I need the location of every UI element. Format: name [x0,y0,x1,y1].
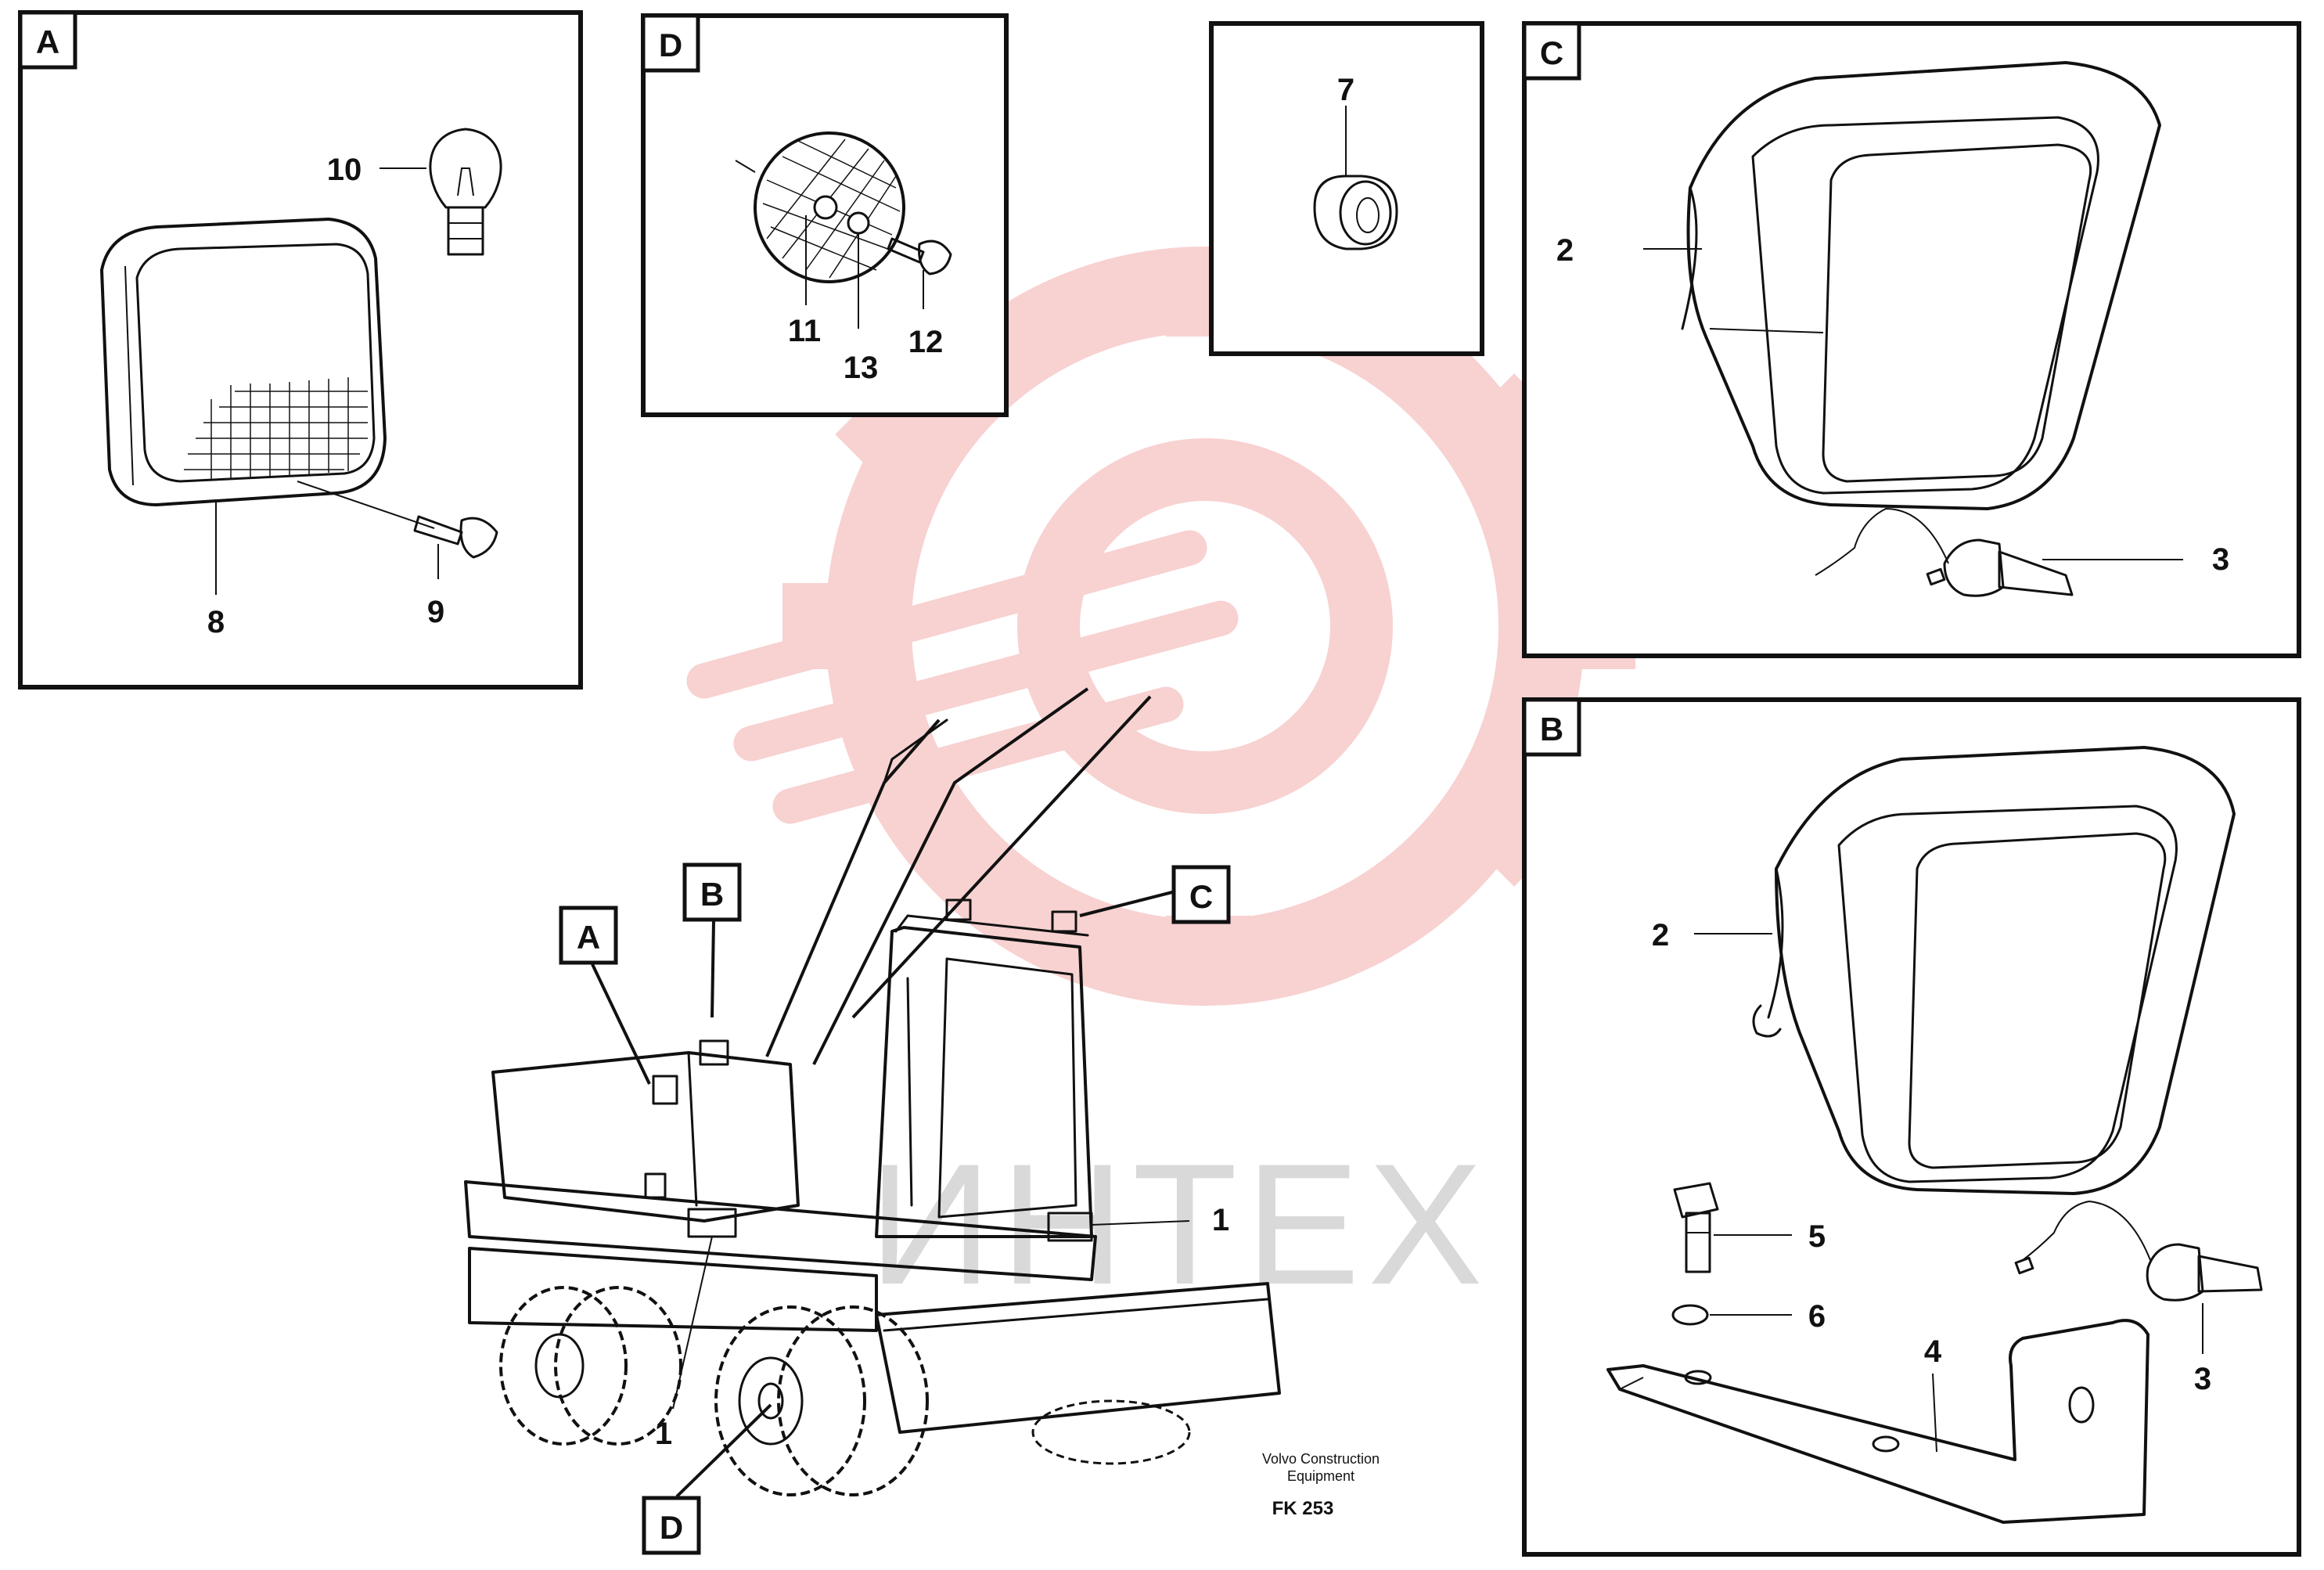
bulb-socket-icon [1815,507,2074,597]
callout-11: 11 [788,314,821,348]
callout-main-1-bottom: 1 [655,1417,672,1451]
figure-code: FK 253 [1272,1498,1334,1519]
wheel-icon [714,1305,929,1496]
credit-line1: Volvo Construction [1262,1451,1380,1467]
machine-tag-b-letter: B [700,876,724,913]
callout-10: 10 [327,153,362,187]
grommet-icon [1313,175,1398,250]
panel-d: D 11 13 12 [641,13,1009,417]
callout-8: 8 [207,605,225,639]
excavator-drawing [464,687,1281,1496]
machine-tag-c: C [1079,865,1231,924]
panel-a-letter: A [36,23,59,60]
callout-main-1-right: 1 [1212,1203,1229,1237]
callout-c-2: 2 [1556,233,1574,268]
washer-icon [1671,1304,1709,1326]
machine-tag-c-letter: C [1189,878,1213,915]
screw-icon [413,515,498,559]
bulb-icon [429,128,502,256]
work-lamp-icon [100,218,387,506]
work-lamp-icon [1681,61,2161,510]
callout-b-5: 5 [1808,1219,1826,1254]
callout-12: 12 [908,325,944,359]
callout-b-6: 6 [1808,1299,1826,1334]
panel-c-letter: C [1540,34,1563,71]
callout-7: 7 [1337,73,1354,107]
machine-tag-a: A [559,906,651,1085]
callout-9: 9 [427,595,444,629]
callout-b-4: 4 [1924,1334,1942,1369]
callout-c-3: 3 [2212,542,2229,577]
machine-tag-d: D [642,1403,772,1555]
work-lamp-icon [1752,746,2236,1195]
callout-b-3: 3 [2194,1362,2211,1396]
bolt-icon [1673,1182,1719,1273]
panel-b: B [1522,697,2301,1557]
bulb-socket-icon [2014,1200,2263,1302]
machine-tag-d-letter: D [660,1509,683,1546]
panel-c: C 2 3 [1522,21,2301,658]
machine-tag-b: B [682,862,742,1018]
panel-a: A [18,10,583,690]
callout-b-2: 2 [1652,918,1669,952]
wheel-icon [499,1286,682,1446]
machine-tag-a-letter: A [577,919,600,956]
screw-icon [887,237,952,275]
panel-grommet: 7 [1209,21,1484,356]
panel-d-letter: D [659,27,682,63]
callout-13: 13 [844,351,879,385]
bracket-icon [1606,1319,2150,1524]
watermark-text: ИНТЕХ [869,1128,1491,1320]
credit-line2: Equipment [1287,1468,1354,1484]
panel-b-letter: B [1540,711,1563,747]
